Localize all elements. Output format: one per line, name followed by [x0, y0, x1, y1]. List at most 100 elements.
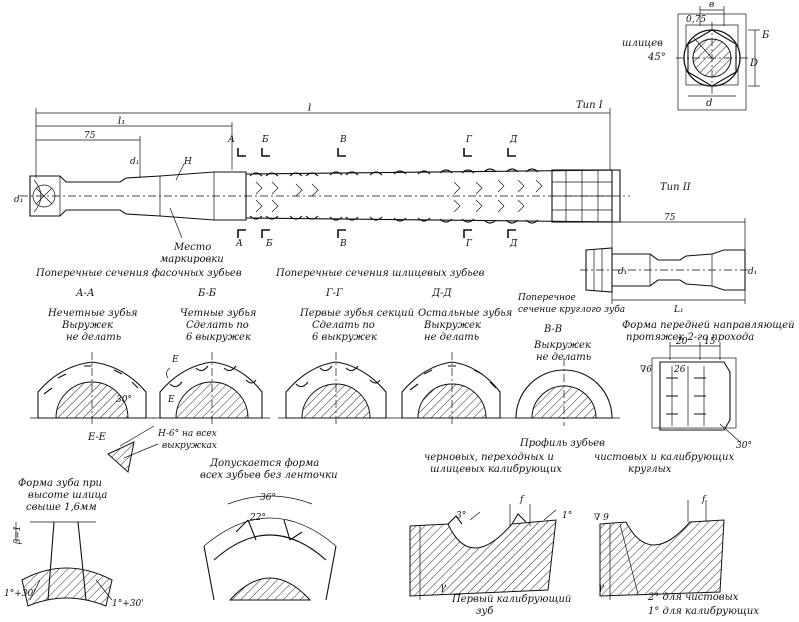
aa-line-2: Выружек — [61, 320, 113, 331]
rough6: ∇6 — [640, 365, 652, 375]
sec-G-top: Г — [465, 135, 473, 145]
E-mark-top: Е — [171, 355, 179, 365]
ang-1-30b: 1°+30' — [112, 599, 144, 609]
dim-36: 36° — [260, 493, 276, 503]
vv-line-2: не делать — [536, 352, 591, 363]
cross-round-2: сечение круглого зуба — [518, 304, 625, 315]
sect-GG: Г-Г — [325, 288, 343, 299]
sec-A-top: А — [227, 135, 235, 145]
finish-1: чистовых и калибрующих — [594, 452, 734, 463]
dim-75-type2: 75 — [664, 213, 676, 223]
dim-D: D — [749, 58, 758, 69]
E-mark-side: Е — [167, 395, 175, 405]
dim-075: 0,75 — [686, 15, 706, 25]
dim-30b: 30° — [736, 441, 752, 451]
allowed-1: Допускается форма — [209, 458, 319, 469]
finish-tooth-profile — [599, 500, 725, 600]
tall-tooth-form — [15, 521, 113, 607]
ang-1-30a: 1°+30' — [4, 589, 36, 599]
finish-2: круглых — [628, 464, 672, 475]
marking-place-1: Место — [173, 242, 211, 253]
dim-f1: f — [519, 495, 525, 505]
dim-22: 22° — [249, 513, 266, 523]
dim-d1: d₁ — [130, 157, 139, 167]
dim-d1b: d₁ — [618, 267, 627, 277]
h6-line-2: выкружках — [162, 441, 217, 451]
section-GG-view — [278, 352, 394, 426]
front-guide-1: Форма передней направляющей — [622, 320, 795, 331]
tooth-profile-title: Профиль зубьев — [519, 438, 605, 449]
form-line-2: высоте шлица — [28, 490, 107, 501]
dim-l1: l₁ — [118, 116, 125, 127]
dim-l1b: L₁ — [673, 305, 684, 315]
type2-view — [580, 218, 750, 304]
gg-line-2: Сделать по — [312, 320, 375, 331]
dim-75: 75 — [84, 131, 96, 141]
dim-30a: 30° — [116, 395, 132, 405]
type-1: Тип I — [576, 100, 604, 111]
dim-d: d — [706, 98, 712, 109]
aa-line-1: Нечетные зубья — [47, 308, 138, 319]
sect-EE: Е-Е — [87, 432, 107, 443]
angle-45: 45° — [647, 52, 666, 63]
h-l: β=1 — [13, 526, 23, 545]
sect-DD: Д-Д — [431, 288, 453, 299]
section-VV-view — [508, 358, 620, 426]
sec-A-bot: А — [235, 239, 243, 249]
cross-round-1: Поперечное — [517, 293, 576, 303]
sec-V-bot: В — [339, 239, 347, 249]
dim-15: 15 — [704, 337, 716, 347]
rough-1: черновых, переходных и — [424, 452, 554, 463]
broach-main-view — [20, 108, 630, 239]
sec-V-top: В — [339, 135, 347, 145]
sec-G-bot: Г — [465, 239, 473, 249]
dim-3deg: 3° — [456, 511, 466, 521]
dim-b-top: в — [709, 0, 714, 10]
first-cal-1: Первый калибрующий — [451, 594, 571, 605]
bb-line-1: Четные зубья — [180, 308, 256, 319]
dim-l: l — [308, 103, 311, 114]
fin-2: 1° для калибрующих — [648, 606, 759, 617]
dd-line-1: Остальные зубья — [418, 308, 512, 319]
dd-line-3: не делать — [424, 332, 479, 343]
dim-26: 26 — [673, 365, 686, 375]
first-cal-2: зуб — [476, 606, 494, 617]
type-2: Тип II — [660, 182, 692, 193]
front-guide-2: протяжек 2-го прохода — [626, 332, 754, 343]
form-line-3: свыше 1,6мм — [26, 502, 97, 513]
rough9: ∇ 9 — [594, 513, 609, 523]
bb-line-2: Сделать по — [186, 320, 249, 331]
sect-BB: Б-Б — [197, 288, 217, 299]
cross-spline-title: Поперечные сечения шлицевых зубьев — [275, 268, 485, 279]
section-EE-view — [107, 425, 159, 473]
spline-note: шлицев — [622, 38, 663, 49]
mark-H: Н — [183, 157, 192, 167]
dim-1deg: 1° — [562, 511, 572, 521]
sect-VV: В-В — [543, 324, 562, 335]
sec-D-bot: Д — [509, 239, 518, 249]
gg-line-3: 6 выкружек — [312, 332, 377, 343]
sec-B-top: Б — [261, 135, 269, 145]
sec-D-top: Д — [509, 135, 518, 145]
aa-line-3: не делать — [66, 332, 121, 343]
fin-1: 2° для чистовых — [647, 592, 739, 603]
allowed-tooth-form — [203, 495, 337, 601]
allowed-2: всех зубьев без ленточки — [200, 470, 338, 481]
section-DD-view — [394, 352, 508, 426]
front-guide-view — [651, 342, 741, 443]
gg-line-1: Первые зубья секций — [299, 308, 414, 319]
dim-d-left: d₁ — [14, 195, 23, 205]
dim-B: Б — [761, 30, 770, 41]
form-line-1: Форма зуба при — [18, 478, 102, 489]
sect-AA: А-А — [75, 288, 95, 299]
bb-line-3: 6 выкружек — [186, 332, 251, 343]
spline-section-view — [676, 6, 760, 111]
section-BB-view — [152, 352, 270, 426]
cross-shaped-title: Поперечные сечения фасочных зубьев — [35, 268, 242, 279]
gamma-1: γ — [440, 582, 446, 593]
gamma-2: γ — [598, 582, 604, 593]
h6-line-1: Н-6° на всех — [157, 429, 217, 439]
rough-tooth-profile — [409, 504, 557, 600]
section-AA-view — [30, 352, 154, 426]
